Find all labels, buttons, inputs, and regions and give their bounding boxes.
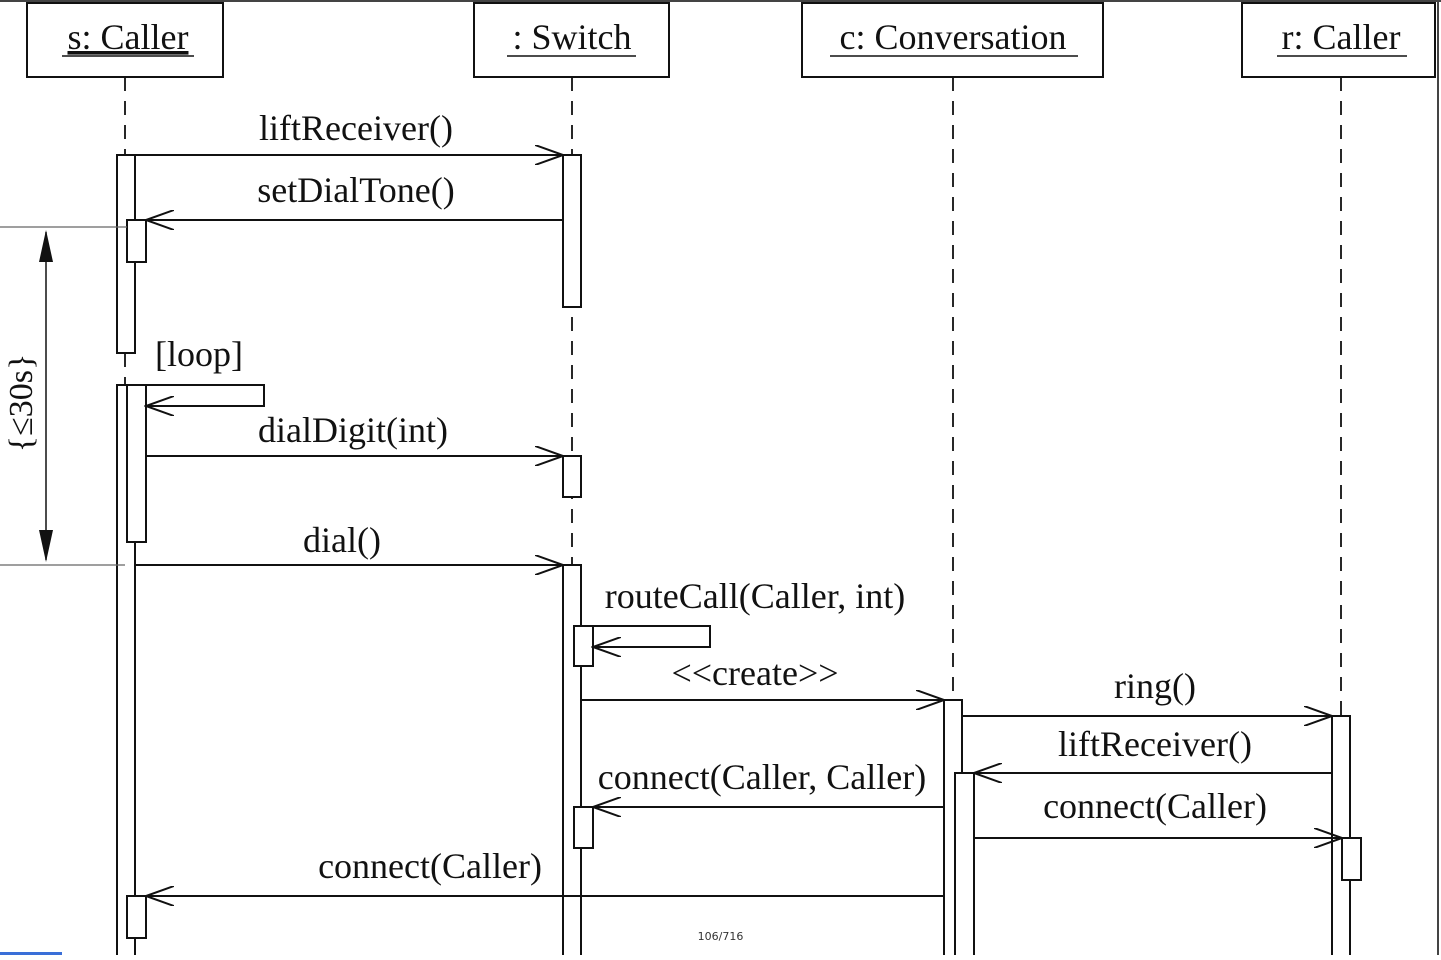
lifeline-label-switch: : Switch: [512, 17, 631, 57]
message-label-connect-s: connect(Caller): [318, 846, 542, 886]
page-indicator: 106/716: [0, 930, 1441, 943]
activation-s-2b: [126, 384, 147, 543]
message-label-setdialtone: setDialTone(): [257, 170, 454, 210]
activation-switch-3c: [573, 806, 594, 849]
timing-constraint: {≤30s}: [0, 226, 127, 566]
timing-constraint-label: {≤30s}: [3, 354, 40, 453]
activation-r-1b: [1341, 837, 1362, 881]
message-label-dialdigit: dialDigit(int): [258, 410, 448, 450]
lifeline-label-c: c: Conversation: [840, 17, 1067, 57]
activation-s-1b: [126, 219, 147, 263]
lifeline-head-c: c: Conversation: [801, 2, 1104, 78]
lifeline-label-s: s: Caller: [68, 17, 189, 57]
message-label-routecall: routeCall(Caller, int): [605, 576, 905, 616]
scroll-indicator[interactable]: [0, 952, 62, 955]
activation-switch-3b: [573, 625, 594, 667]
activation-r-1: [1331, 715, 1351, 960]
viewer-right-border: [1437, 0, 1439, 955]
message-label-ring: ring(): [1114, 666, 1196, 706]
message-label-dial: dial(): [303, 520, 381, 560]
lifeline-head-s: s: Caller: [26, 2, 224, 78]
lifeline-label-r: r: Caller: [1282, 17, 1401, 57]
message-arrow-loop-self: [146, 384, 265, 406]
lifeline-head-r: r: Caller: [1241, 2, 1436, 78]
activation-s-3: [126, 895, 147, 939]
lifeline-head-switch: : Switch: [473, 2, 670, 78]
loop-label: [loop]: [155, 334, 243, 374]
message-label-liftreceiver-2: liftReceiver(): [1058, 724, 1252, 764]
message-label-connect-caller-caller: connect(Caller, Caller): [598, 757, 926, 797]
activation-switch-2: [562, 455, 582, 498]
activation-c-1b: [954, 772, 975, 960]
message-label-connect-r: connect(Caller): [1043, 786, 1267, 826]
viewer-top-border: [0, 0, 1441, 2]
message-label-liftreceiver-1: liftReceiver(): [259, 108, 453, 148]
page-indicator-text: 106/716: [697, 930, 744, 943]
message-arrow-routecall-self: [581, 625, 711, 647]
message-label-create: <<create>>: [671, 653, 838, 693]
activation-switch-1: [562, 154, 582, 308]
